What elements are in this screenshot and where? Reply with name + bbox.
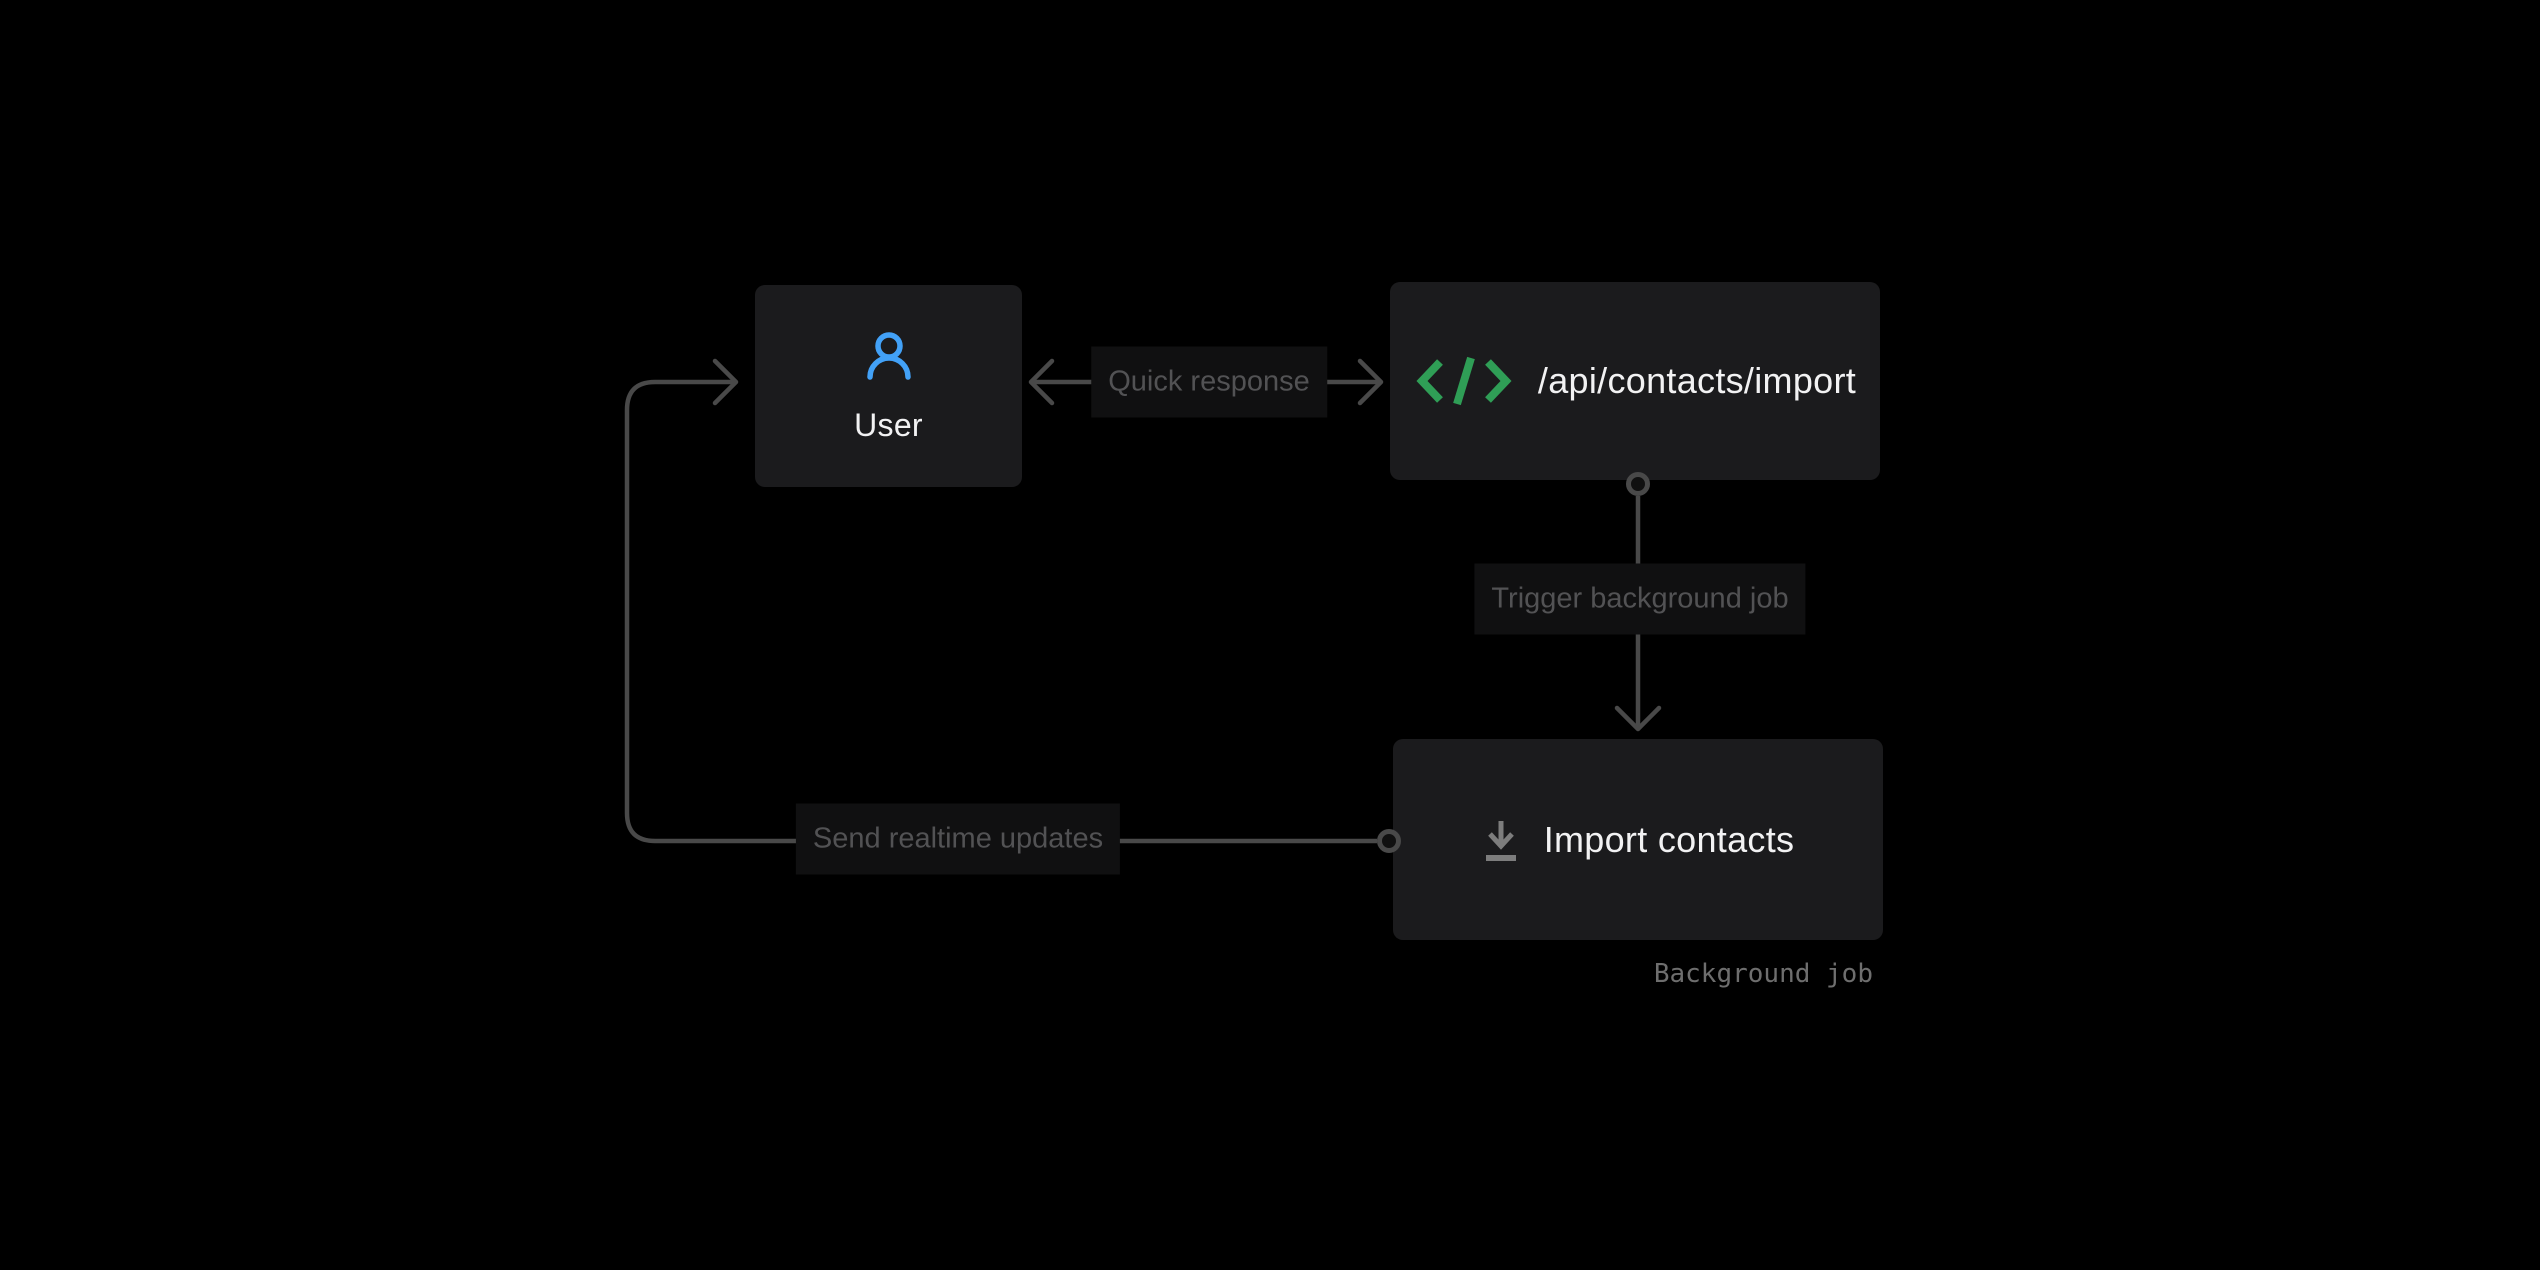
node-user-label: User	[854, 406, 923, 443]
edge-label-quick-response: Quick response	[1091, 346, 1327, 418]
node-user: User	[755, 285, 1022, 487]
node-import-label: Import contacts	[1543, 818, 1795, 860]
node-api-label: /api/contacts/import	[1537, 360, 1857, 401]
node-import-caption: Background job	[1653, 959, 1873, 989]
node-api-endpoint: /api/contacts/import	[1390, 282, 1880, 480]
edge-label-send-realtime-updates: Send realtime updates	[795, 803, 1121, 875]
user-icon	[866, 331, 911, 380]
edge-label-trigger-background-job: Trigger background job	[1474, 563, 1806, 635]
code-icon	[1416, 356, 1512, 406]
download-icon	[1485, 820, 1516, 861]
node-import-contacts: Import contacts	[1393, 739, 1883, 940]
